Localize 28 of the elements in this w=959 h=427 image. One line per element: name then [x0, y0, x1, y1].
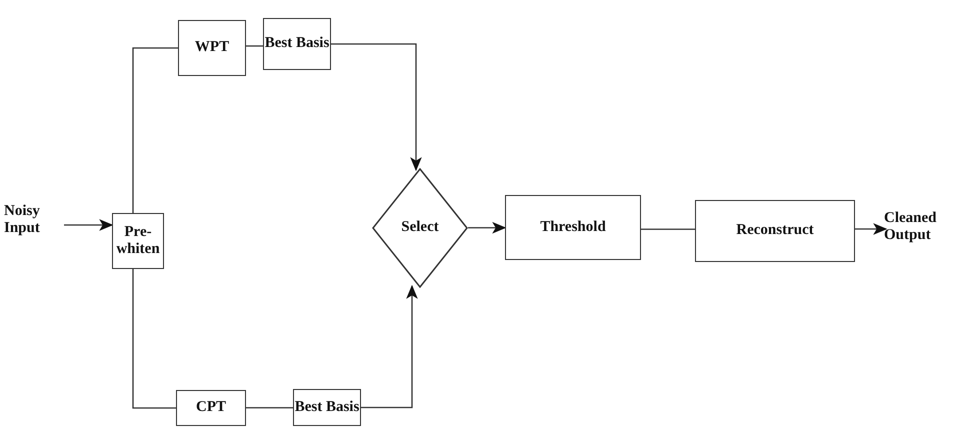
connector-line: [246, 407, 293, 408]
process-box: [112, 213, 164, 269]
decision-diamond: [372, 168, 468, 288]
connector-line: [641, 228, 695, 230]
process-box: [176, 390, 246, 426]
process-box: [293, 389, 361, 426]
connector-line: [132, 47, 178, 213]
node-label: WPT: [194, 39, 230, 57]
process-box: [178, 20, 246, 76]
node-label: Cleaned Output: [884, 204, 956, 250]
connector-line: [132, 269, 176, 409]
arrow: [64, 219, 114, 231]
arrow: [468, 222, 506, 234]
node-label: Reconstruct: [736, 222, 814, 240]
node-label: Select: [401, 219, 439, 237]
node-label: CPT: [196, 399, 226, 417]
connector-line: [246, 45, 263, 47]
process-box: [505, 195, 641, 260]
process-box: [695, 200, 855, 262]
node-label: Best Basis: [294, 398, 360, 416]
arrow: [361, 284, 418, 408]
node-label: Best Basis: [264, 35, 330, 53]
arrow: [855, 223, 888, 235]
node-label: Threshold: [540, 218, 606, 236]
arrow: [331, 43, 422, 172]
node-label: Pre- whiten: [115, 224, 161, 258]
process-box: [263, 18, 331, 70]
node-label: Noisy Input: [4, 198, 66, 242]
